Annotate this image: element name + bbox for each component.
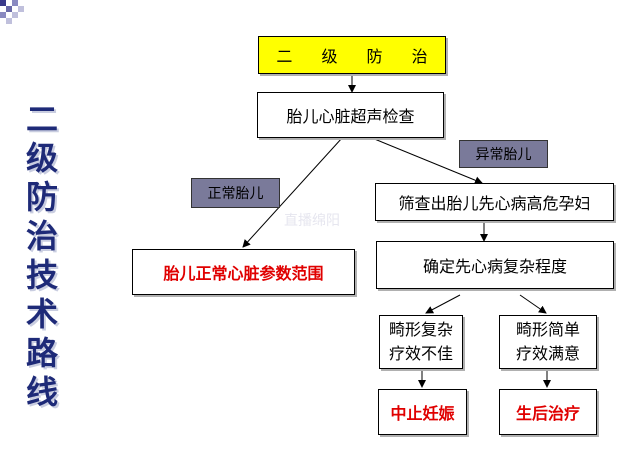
normal-fetus-label: 正常胎儿 [191, 178, 280, 208]
header-box: 二 级 防 治 [258, 36, 446, 74]
arrow-check-to-normal [242, 137, 343, 248]
terminate-pregnancy-box: 中止妊娠 [378, 389, 467, 435]
simple-good-line: 疗效满意 [515, 344, 580, 363]
complex-poor-line: 疗效不佳 [388, 344, 453, 363]
side-title-char: 路 [25, 334, 58, 372]
side-title-char: 治 [25, 217, 58, 255]
postnatal-treatment-box: 生后治疗 [499, 389, 597, 435]
complexity-box: 确定先心病复杂程度 [376, 241, 614, 289]
side-title-char: 线 [25, 373, 58, 411]
arrow-complexity-to-simple [519, 294, 547, 314]
arrow-complexity-to-complex [425, 294, 461, 314]
side-title-char: 防 [25, 178, 58, 216]
side-title-char: 技 [25, 256, 58, 294]
side-title-char: 级 [25, 139, 58, 177]
simple-good-box: 畸形简单 疗效满意 [499, 315, 597, 369]
normal-range-box: 胎儿正常心脏参数范围 [132, 249, 355, 295]
ultrasound-check-box: 胎儿心脏超声检查 [257, 92, 444, 138]
corner-pattern [0, 0, 24, 24]
simple-good-line: 畸形简单 [515, 320, 580, 339]
side-title-char: 二 [25, 100, 58, 138]
screening-box: 筛查出胎儿先心病高危孕妇 [375, 183, 614, 221]
side-title-char: 术 [25, 295, 58, 333]
side-title: 二 级 防 治 技 术 路 线 [16, 100, 68, 412]
complex-poor-line: 畸形复杂 [388, 320, 453, 339]
watermark: 直播绵阳 [284, 213, 340, 229]
complex-poor-box: 畸形复杂 疗效不佳 [379, 315, 463, 369]
arrow-check-to-screen [371, 137, 483, 185]
abnormal-fetus-label: 异常胎儿 [459, 140, 548, 168]
